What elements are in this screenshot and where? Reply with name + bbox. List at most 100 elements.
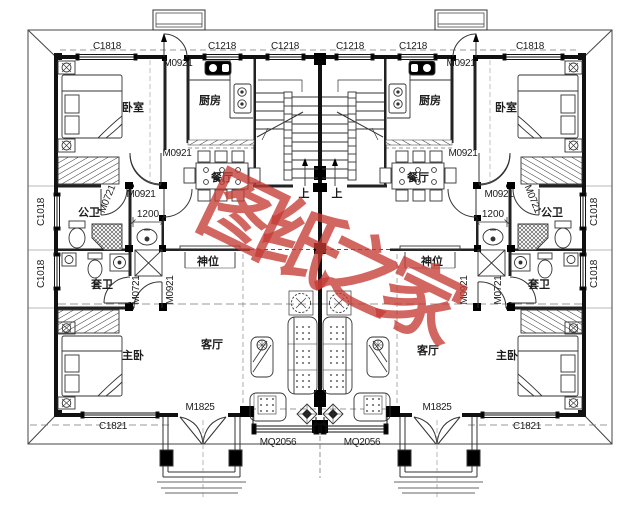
rear-canopy <box>152 9 206 31</box>
window-label-c1218-right-stair: C1218 <box>336 41 365 52</box>
window-symbols <box>53 53 320 435</box>
door-label-m1825-right: M1825 <box>422 402 452 413</box>
room-label-dining-left: 餐厅 <box>210 170 233 184</box>
room-label-bedroom-right: 卧室 <box>495 100 517 114</box>
ensuite-bath-fixtures <box>61 249 163 279</box>
closet-x-icon <box>134 249 163 277</box>
door-label-m0921-left-bedroom: M0921 <box>162 148 192 159</box>
room-label-ensuite-right: 套卫 <box>528 277 550 291</box>
wash-basin-icon <box>136 228 158 246</box>
window-c1218-kitchen <box>202 53 243 61</box>
window-mq2056 <box>251 417 320 435</box>
shower-icon <box>91 223 123 251</box>
window-label-c1218-left-kitchen: C1218 <box>208 41 237 52</box>
door-label-m0721-right-ensuite: M0721 <box>493 275 504 305</box>
stove-icon <box>233 83 252 114</box>
door-label-m0921-right-master: M0921 <box>459 275 470 305</box>
room-label-public-bath-left: 公卫 <box>78 206 100 219</box>
kitchen-bar-hatch <box>187 139 255 146</box>
unit-structure <box>28 9 320 497</box>
stair-up-arrow <box>302 158 308 186</box>
entry-double-door-m1825 <box>179 416 227 445</box>
dining-table-icon <box>183 150 261 202</box>
room-label-dining-right: 餐厅 <box>406 170 429 184</box>
master-door-m0921 <box>133 281 163 309</box>
shrine-label-left: 神位 <box>197 254 219 268</box>
dimension-label-1200-left: 1200 <box>137 209 160 220</box>
room-label-kitchen-right: 厨房 <box>419 93 441 107</box>
window-c1818 <box>75 53 138 61</box>
bedroom-door-arc <box>129 153 162 186</box>
door-label-m0921-right-bedroom: M0921 <box>448 148 478 159</box>
window-label-mq2056-right: MQ2056 <box>344 437 381 448</box>
hall-door-m0921 <box>163 188 193 218</box>
wardrobe-icon <box>57 156 120 185</box>
door-swings <box>100 33 227 445</box>
ensuite-door-m0721 <box>103 276 131 304</box>
window-label-c1821-left: C1821 <box>99 421 128 432</box>
interior-walls <box>58 59 293 310</box>
window-label-c1218-left-stair: C1218 <box>271 41 300 52</box>
window-label-c1218-right-kitchen: C1218 <box>399 41 428 52</box>
room-label-living-right: 客厅 <box>416 343 439 357</box>
bedroom-bed-icon <box>57 60 123 185</box>
toilet-icon <box>87 252 103 279</box>
public-bath-door-m0721 <box>100 188 128 216</box>
wardrobe-icon <box>57 309 120 334</box>
window-label-c1821-right: C1821 <box>513 421 542 432</box>
toilet-icon <box>68 220 86 229</box>
room-label-living-left: 客厅 <box>200 337 223 351</box>
planter-icon <box>288 290 314 316</box>
window-label-c1018-left-upper: C1018 <box>36 197 47 226</box>
armchair-icon <box>249 392 287 422</box>
stair-treads-left <box>256 92 284 130</box>
room-label-master-right: 主卧 <box>496 348 518 362</box>
dimension-label-1200-right: 1200 <box>482 209 505 220</box>
nightstand-fan-icon <box>57 138 76 153</box>
window-label-mq2056-left: MQ2056 <box>260 437 297 448</box>
shrine-label-right: 神位 <box>421 254 443 268</box>
room-label-public-bath-right: 公卫 <box>541 206 563 219</box>
door-label-m0921-left-back: M0921 <box>163 58 193 69</box>
back-door-m0921 <box>161 33 188 58</box>
unit-structure-mirrored <box>319 9 613 498</box>
stair-up-label-right: 上 <box>332 186 343 200</box>
living-room-furniture <box>249 290 318 425</box>
door-label-m0921-right-back: M0921 <box>446 58 476 69</box>
door-label-m0721-left-ensuite: M0721 <box>131 275 142 305</box>
pedestal-sink-icon <box>109 253 130 272</box>
staircase <box>256 79 318 186</box>
labels-left-unit: C1818 C1218 C1218 M0921 卧室 厨房 M0921 餐厅 M… <box>36 41 310 448</box>
room-label-kitchen-left: 厨房 <box>199 93 221 107</box>
window-c1018-upper <box>53 192 61 231</box>
master-bed-icon <box>57 309 123 410</box>
eaves-ticks <box>28 185 54 309</box>
window-label-c1018-right-lower: C1018 <box>589 259 600 288</box>
room-label-ensuite-left: 套卫 <box>91 277 113 291</box>
room-label-bedroom-left: 卧室 <box>122 100 144 114</box>
kitchen-counter <box>187 59 255 149</box>
porch-steps <box>157 481 246 494</box>
shrine-shelf <box>179 245 241 269</box>
nightstand-fan-icon <box>57 321 76 335</box>
sofa-icon <box>287 316 318 395</box>
door-label-m0921-left-master: M0921 <box>165 275 176 305</box>
entry-porch <box>157 417 246 497</box>
door-label-m0921-right-hall: M0921 <box>484 189 514 200</box>
door-label-m0721-left-publicbath: M0721 <box>97 183 118 215</box>
window-label-c1818-right: C1818 <box>516 41 545 52</box>
window-c1018-lower <box>53 252 61 291</box>
bedroom-door-m0921 <box>129 152 162 185</box>
public-bath-fixtures <box>68 217 166 251</box>
plant-diamond-icon <box>296 403 318 425</box>
room-label-master-left: 主卧 <box>122 348 144 362</box>
door-label-m0921-left-hall: M0921 <box>126 189 156 200</box>
nightstand-fan-icon <box>57 396 76 410</box>
window-c1821 <box>80 411 160 419</box>
dimension-1200 <box>130 217 166 227</box>
door-label-m1825-left: M1825 <box>185 402 215 413</box>
window-label-c1018-left-lower: C1018 <box>36 259 47 288</box>
stair-up-label-left: 上 <box>299 186 310 200</box>
